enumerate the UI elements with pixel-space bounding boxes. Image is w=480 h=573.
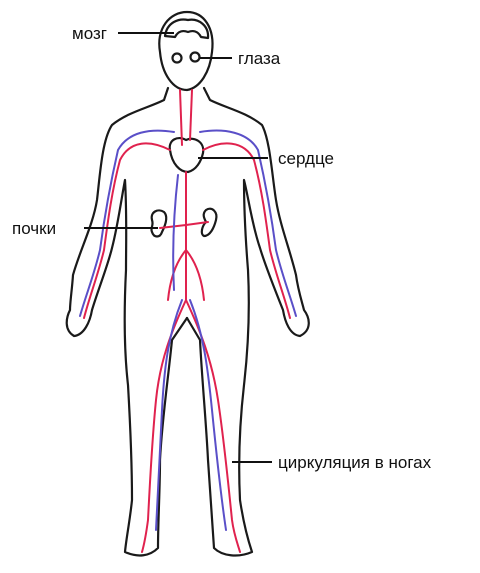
label-heart: сердце [278, 149, 334, 168]
label-eyes: глаза [238, 49, 281, 68]
right-eye [191, 53, 200, 62]
label-brain: мозг [72, 24, 107, 43]
left-kidney [151, 210, 166, 236]
brain-outline [165, 20, 208, 38]
label-legs: циркуляция в ногах [278, 453, 432, 472]
heart-shape [170, 138, 203, 172]
left-body-outline [67, 88, 187, 555]
body-outline [67, 12, 309, 555]
artery-left-leg [142, 300, 186, 552]
artery-neck [180, 90, 192, 145]
vein-torso [173, 175, 178, 290]
left-eye [173, 54, 182, 63]
label-kidneys: почки [12, 219, 56, 238]
head-outline [159, 12, 212, 90]
